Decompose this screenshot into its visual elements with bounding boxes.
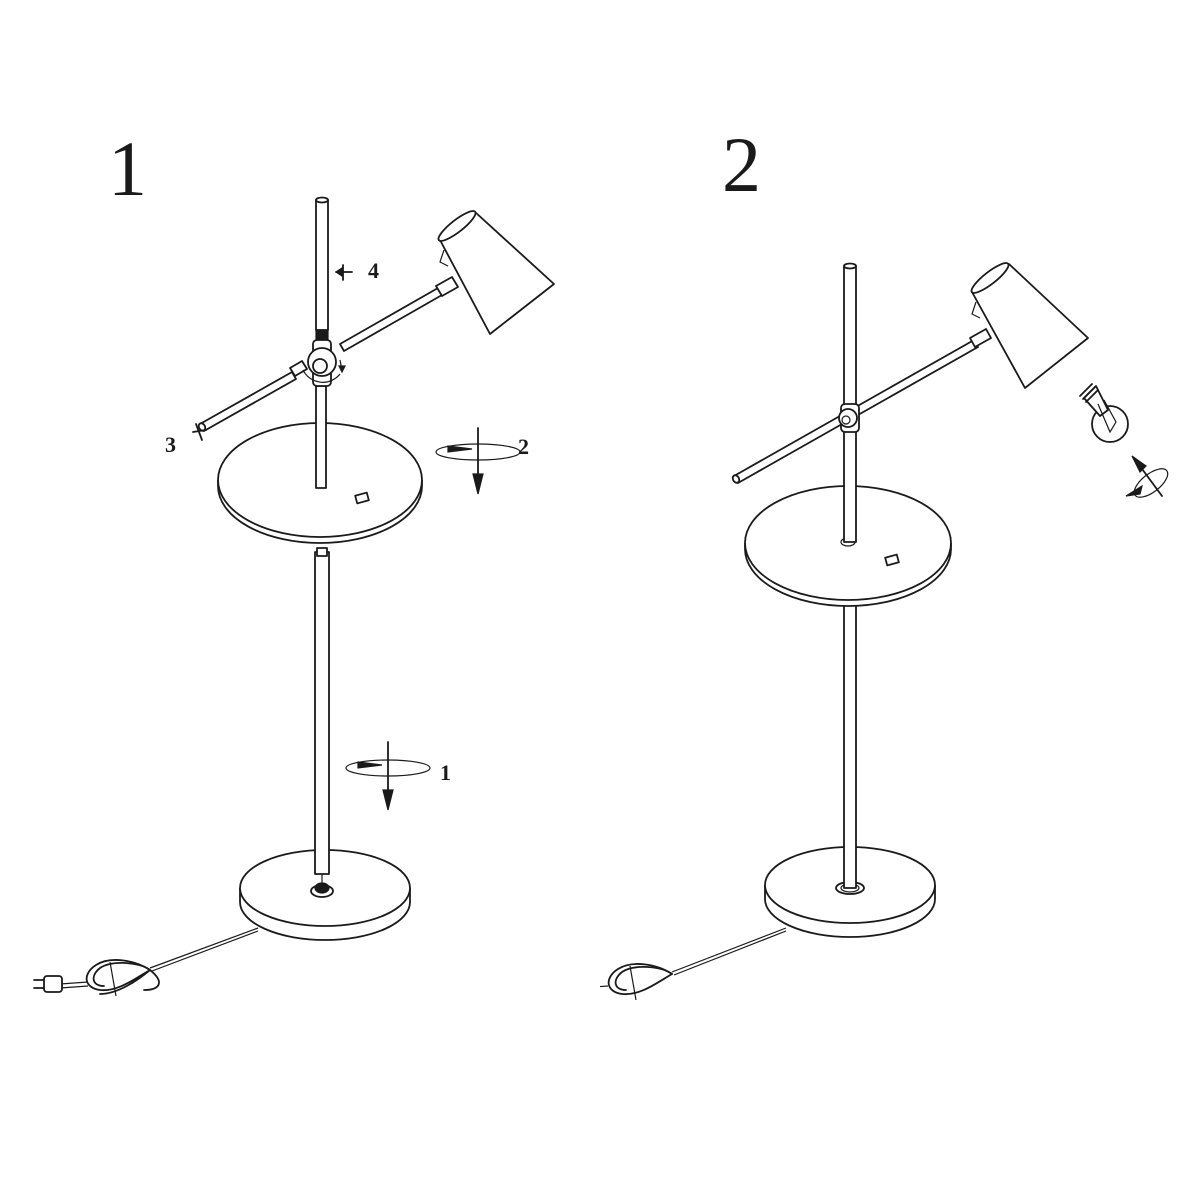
table-rod [315, 385, 327, 489]
rotate-down-arrow-icon-2 [435, 427, 521, 495]
table-switch [884, 553, 900, 567]
power-cord [600, 927, 787, 1001]
side-table [744, 485, 952, 607]
upper-pole [843, 262, 857, 543]
step-2-panel: 2 [600, 0, 1200, 1200]
callout-label-1: 1 [440, 760, 451, 785]
callout-label-4: 4 [368, 258, 379, 283]
plug-icon [33, 975, 63, 993]
lower-pole [843, 599, 857, 889]
lamp-arm [731, 328, 992, 484]
lamp-arm [197, 276, 459, 432]
lower-pole [314, 547, 330, 883]
callout-label-3: 3 [165, 432, 176, 457]
joint-hub [838, 403, 860, 433]
lampshade [437, 210, 555, 335]
rotate-screw-icon-4 [334, 264, 353, 281]
power-cord [59, 927, 259, 997]
table-switch [354, 491, 370, 505]
lamp-base [239, 849, 411, 941]
assembled-lamp-drawing [600, 262, 1169, 1001]
step-number: 2 [722, 121, 761, 208]
rotate-down-arrow-icon-1 [345, 741, 431, 811]
rotate-screw-icon-3 [192, 423, 207, 441]
insert-rotate-arrow-icon [1125, 455, 1169, 498]
lampshade [970, 262, 1089, 389]
step-1-panel: 1 [33, 125, 555, 997]
light-bulb-icon [1079, 383, 1129, 443]
callout-label-2: 2 [518, 434, 529, 459]
step-number: 1 [108, 125, 147, 212]
lamp-assembly-drawing [33, 196, 555, 997]
upper-pole [315, 196, 329, 341]
joint-hub [302, 339, 346, 387]
